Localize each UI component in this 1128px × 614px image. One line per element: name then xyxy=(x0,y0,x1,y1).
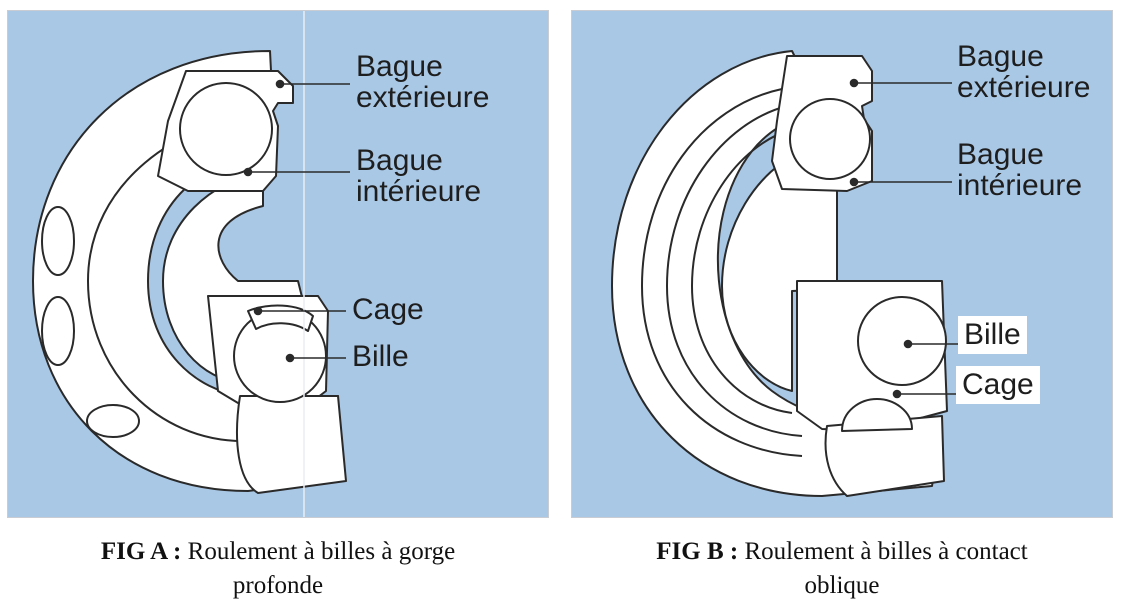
side-ball-shape xyxy=(42,207,74,275)
label-inner-ring-b: Bague intérieure xyxy=(957,139,1082,201)
label-outer-ring-a: Bague extérieure xyxy=(356,51,489,113)
upper-ball-shape xyxy=(180,83,272,175)
side-ball-shape xyxy=(42,297,74,365)
label-ball-b: Bille xyxy=(958,316,1027,354)
figure-a-caption: FIG A : Roulement à billes à gorge profo… xyxy=(7,535,549,603)
caption-b-line2: oblique xyxy=(571,569,1113,603)
label-inner-ring-a: Bague intérieure xyxy=(356,145,481,207)
figure-b-panel: Bague extérieure Bague intérieure Bille … xyxy=(571,10,1113,518)
label-ball-a: Bille xyxy=(352,341,409,372)
caption-b-line1: Roulement à billes à contact xyxy=(744,538,1027,565)
side-ball-shape xyxy=(87,405,139,437)
label-outer-ring-b: Bague extérieure xyxy=(957,41,1090,103)
figure-a-panel: Bague extérieure Bague intérieure Cage B… xyxy=(7,10,549,518)
ball-shape xyxy=(858,297,946,385)
figure-b-caption: FIG B : Roulement à billes à contact obl… xyxy=(571,535,1113,603)
caption-a-line2: profonde xyxy=(7,569,549,603)
caption-a-prefix: FIG A : xyxy=(101,538,182,565)
upper-ball-shape xyxy=(790,99,870,179)
caption-a-line1: Roulement à billes à gorge xyxy=(188,538,456,565)
label-cage-a: Cage xyxy=(352,294,424,325)
label-cage-b: Cage xyxy=(956,366,1040,404)
outer-ring-front-face xyxy=(237,396,346,493)
caption-b-prefix: FIG B : xyxy=(656,538,738,565)
